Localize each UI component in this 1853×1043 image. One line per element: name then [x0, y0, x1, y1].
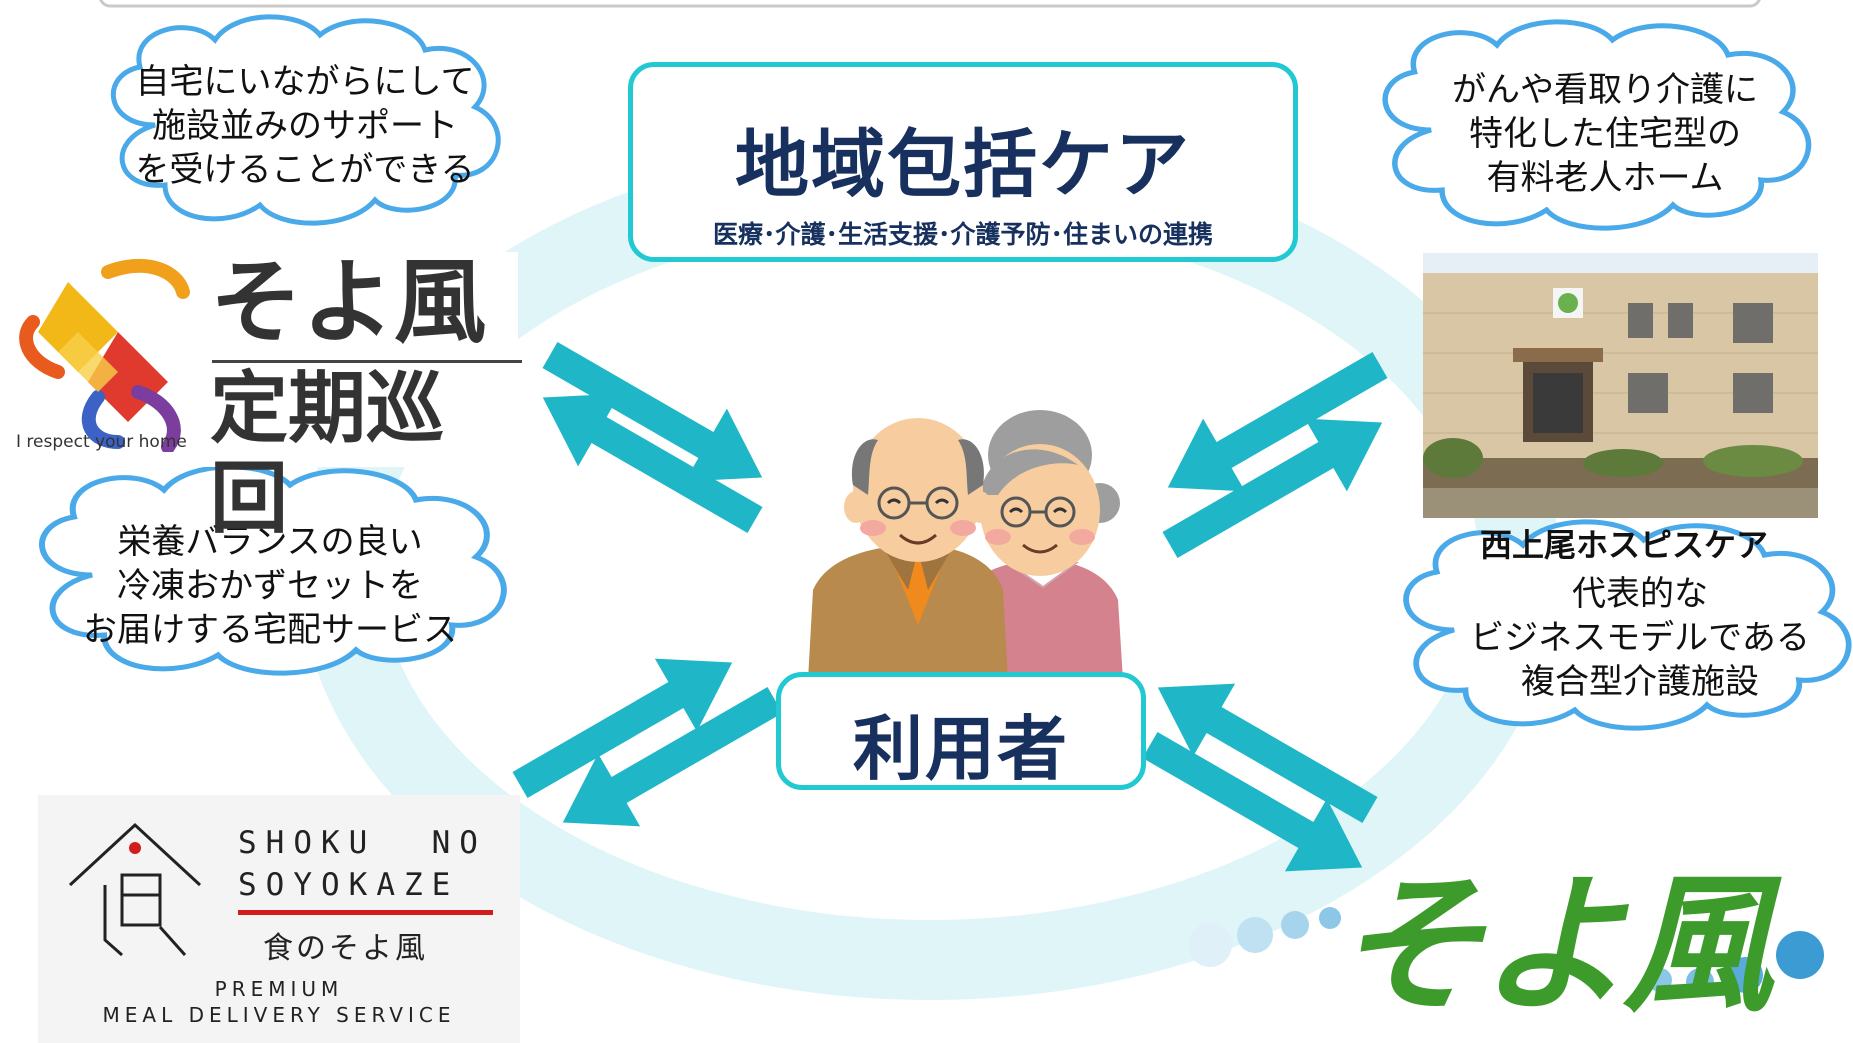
center-title: 地域包括ケア: [735, 122, 1191, 208]
cloud-text-line: 特化した住宅型の: [1469, 114, 1741, 154]
cloud-text-line: 代表的な: [1572, 574, 1708, 614]
cloud-top-right-text: がんや看取り介護に 特化した住宅型の 有料老人ホーム: [1405, 68, 1805, 200]
cloud-text-line: 自宅にいながらにして: [135, 62, 475, 102]
cloud-text-line: お届けする宅配サービス: [83, 610, 457, 650]
cloud-text-line: 栄養バランスの良い: [117, 522, 423, 562]
logo-divider: [212, 360, 522, 363]
shoku-line2: SOYOKAZE: [238, 867, 460, 903]
cloud-bottom-right-text: 代表的な ビジネスモデルである 複合型介護施設: [1430, 572, 1850, 704]
cloud-text-line: がんや看取り介護に: [1452, 70, 1758, 110]
chiiki-houkatsu-care-box: 地域包括ケア 医療･介護･生活支援･介護予防･住まいの連携: [628, 62, 1298, 262]
logo-teiki-text: 定期巡回: [210, 364, 445, 544]
user-label: 利用者: [853, 708, 1069, 790]
cloud-text-line: 複合型介護施設: [1521, 662, 1759, 702]
shoku-red-rule: [238, 910, 493, 915]
nishiageo-hospice-photo: [1423, 253, 1818, 518]
cloud-top-left-text: 自宅にいながらにして 施設並みのサポート を受けることができる: [125, 60, 485, 192]
elderly-couple-illustration: [808, 410, 1123, 680]
hospice-caption: 西上尾ホスピスケア: [1480, 526, 1769, 564]
soyokaze-brush-logo: そよ風: [1335, 857, 1773, 1033]
cloud-text-line: ビジネスモデルである: [1470, 618, 1810, 658]
logo-tagline: I respect your home: [16, 432, 187, 452]
shoku-line4: PREMIUM: [214, 977, 344, 1001]
shoku-line3: 食のそよ風: [263, 931, 428, 966]
cloud-text-line: 施設並みのサポート: [152, 106, 458, 146]
logo-soyokaze-text: そよ風: [210, 248, 487, 356]
user-box: 利用者: [776, 672, 1146, 790]
center-subtitle: 医療･介護･生活支援･介護予防･住まいの連携: [712, 220, 1213, 249]
soyokaze-dots-decoration: [1190, 907, 1824, 996]
cloud-text-line: 冷凍おかずセットを: [117, 566, 423, 606]
shoku-no-soyokaze-logo: SHOKU NO SOYOKAZE 食のそよ風 PREMIUM MEAL DEL…: [38, 795, 520, 1043]
shoku-house-icon: [68, 822, 202, 957]
soyokaze-swirl-icon: [19, 258, 190, 452]
shoku-line1: SHOKU NO: [238, 825, 487, 861]
soyokaze-teiki-junkai-logo: I respect your home そよ風 定期巡回: [8, 248, 522, 544]
cloud-text-line: を受けることができる: [135, 150, 475, 190]
shoku-line5: MEAL DELIVERY SERVICE: [102, 1003, 456, 1027]
cloud-bottom-left-text: 栄養バランスの良い 冷凍おかずセットを お届けする宅配サービス: [60, 520, 480, 652]
cloud-text-line: 有料老人ホーム: [1486, 158, 1724, 198]
